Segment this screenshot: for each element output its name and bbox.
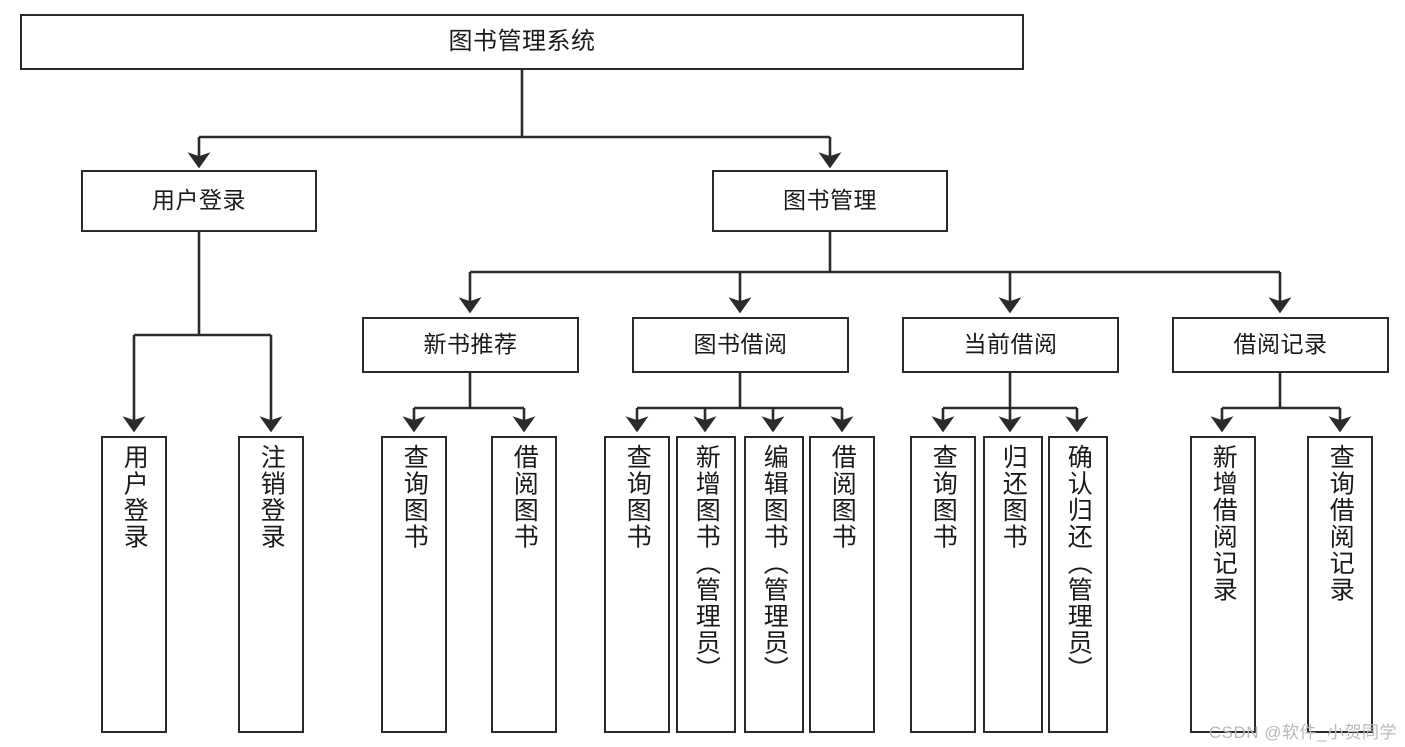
node-new-book-recommend[interactable]: 新书推荐 bbox=[362, 317, 579, 373]
leaf-confirm-return-admin[interactable]: 确认归还（管理员） bbox=[1048, 436, 1108, 733]
leaf-edit-book-admin[interactable]: 编辑图书（管理员） bbox=[744, 436, 804, 733]
leaf-logout-login[interactable]: 注销登录 bbox=[238, 436, 304, 733]
node-label: 借阅图书 bbox=[828, 444, 857, 550]
leaf-add-book-admin[interactable]: 新增图书（管理员） bbox=[676, 436, 736, 733]
node-label: 用户登录 bbox=[152, 187, 246, 214]
node-label: 查询图书 bbox=[623, 444, 652, 550]
leaf-query-book-recommend[interactable]: 查询图书 bbox=[381, 436, 447, 733]
node-label: 新增借阅记录 bbox=[1209, 444, 1238, 603]
watermark-text: CSDN @软件_小贺同学 bbox=[1208, 723, 1397, 742]
node-book-management[interactable]: 图书管理 bbox=[712, 170, 948, 232]
leaf-query-borrow-record[interactable]: 查询借阅记录 bbox=[1307, 436, 1373, 733]
leaf-add-borrow-record[interactable]: 新增借阅记录 bbox=[1190, 436, 1256, 733]
node-label: 新增图书（管理员） bbox=[692, 444, 721, 683]
node-label: 用户登录 bbox=[120, 444, 149, 550]
leaf-query-book-current[interactable]: 查询图书 bbox=[910, 436, 976, 733]
node-label: 借阅记录 bbox=[1233, 331, 1328, 358]
leaf-borrow-book-recommend[interactable]: 借阅图书 bbox=[491, 436, 557, 733]
node-label: 当前借阅 bbox=[963, 331, 1058, 358]
node-label: 借阅图书 bbox=[510, 444, 539, 550]
node-label: 编辑图书（管理员） bbox=[760, 444, 789, 683]
node-label: 图书管理 bbox=[783, 187, 877, 214]
leaf-query-book-borrow[interactable]: 查询图书 bbox=[604, 436, 670, 733]
node-user-login[interactable]: 用户登录 bbox=[81, 170, 317, 232]
node-label: 图书管理系统 bbox=[448, 27, 596, 55]
node-label: 归还图书 bbox=[999, 444, 1028, 550]
node-label: 图书借阅 bbox=[693, 331, 788, 358]
node-current-borrow[interactable]: 当前借阅 bbox=[902, 317, 1119, 373]
node-borrow-record[interactable]: 借阅记录 bbox=[1172, 317, 1389, 373]
node-label: 查询图书 bbox=[929, 444, 958, 550]
leaf-return-book[interactable]: 归还图书 bbox=[983, 436, 1043, 733]
node-label: 查询借阅记录 bbox=[1326, 444, 1355, 603]
node-label: 新书推荐 bbox=[423, 331, 518, 358]
node-label: 注销登录 bbox=[257, 444, 286, 550]
node-label: 查询图书 bbox=[400, 444, 429, 550]
node-book-borrow[interactable]: 图书借阅 bbox=[632, 317, 849, 373]
leaf-borrow-book[interactable]: 借阅图书 bbox=[809, 436, 875, 733]
node-root-system[interactable]: 图书管理系统 bbox=[20, 14, 1024, 70]
leaf-user-login[interactable]: 用户登录 bbox=[101, 436, 167, 733]
node-label: 确认归还（管理员） bbox=[1064, 444, 1093, 683]
